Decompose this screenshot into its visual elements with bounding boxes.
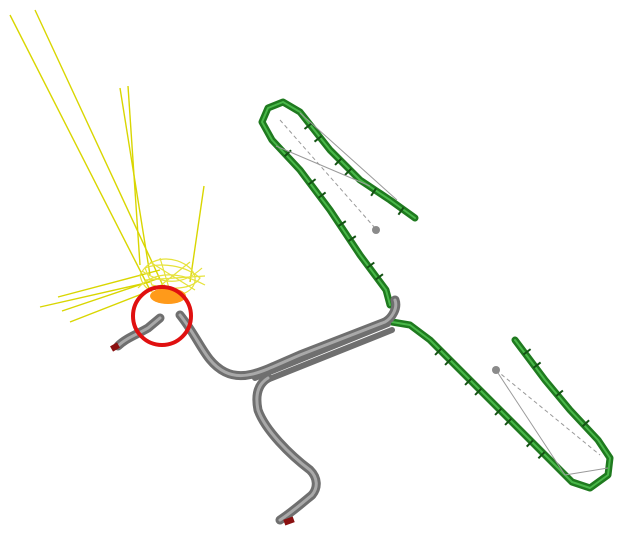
- loop-tooth: [313, 135, 323, 143]
- trunk-highlight: [255, 376, 318, 497]
- loop-tooth: [494, 407, 503, 416]
- trunk-segment[interactable]: [259, 327, 395, 385]
- loop-tooth: [337, 220, 347, 227]
- loop-tooth: [526, 439, 534, 448]
- loop-guide-line: [495, 369, 601, 456]
- guide-ray: [189, 185, 205, 283]
- loop-tooth: [397, 206, 405, 216]
- loop-tooth: [537, 451, 546, 459]
- loop-tooth: [370, 187, 377, 197]
- loop-tooth: [283, 149, 292, 158]
- loop-tooth: [555, 389, 564, 398]
- loop-tooth: [434, 347, 443, 356]
- loop-tooth: [317, 191, 327, 199]
- guide-ray: [9, 14, 151, 291]
- end-fitting: [110, 342, 120, 352]
- trunk-highlight: [278, 493, 314, 522]
- lower-green-loop[interactable]: [388, 318, 614, 492]
- loop-guide-line: [279, 119, 376, 229]
- loop-tooth: [344, 167, 353, 176]
- loop-tooth: [444, 357, 453, 366]
- loop-highlight: [391, 321, 611, 489]
- yellow-guide-lines: [9, 9, 205, 323]
- end-fitting: [283, 516, 295, 526]
- guide-ray: [57, 269, 161, 298]
- loop-tube[interactable]: [258, 98, 419, 309]
- loop-tooth: [504, 417, 513, 426]
- loop-tooth: [303, 122, 313, 130]
- trunk-highlight: [178, 298, 398, 378]
- loop-tooth: [307, 178, 317, 186]
- loop-guide-line: [495, 369, 566, 476]
- loop-tooth: [375, 273, 384, 281]
- loop-guide-line: [299, 112, 398, 201]
- main-trunk-pipe[interactable]: [113, 295, 401, 525]
- loop-node-point[interactable]: [492, 366, 500, 374]
- loop-highlight: [261, 101, 416, 306]
- loop-tooth: [522, 348, 532, 356]
- trunk-highlight: [116, 316, 162, 348]
- loop-guide-line: [275, 145, 371, 187]
- loop-guide-line: [564, 467, 609, 476]
- loop-tooth: [532, 361, 542, 369]
- guide-ray: [127, 85, 141, 266]
- loop-tooth: [581, 419, 590, 428]
- loop-tooth: [464, 377, 473, 386]
- cluster-scribble: [144, 257, 206, 299]
- loop-tooth: [334, 157, 343, 166]
- upper-green-loop[interactable]: [258, 98, 419, 309]
- loop-tooth: [474, 387, 483, 396]
- guide-ray: [39, 281, 151, 308]
- loop-node-point[interactable]: [372, 226, 380, 234]
- loop-tooth: [347, 235, 357, 242]
- trunk-segment[interactable]: [252, 321, 391, 381]
- guide-ray: [34, 9, 166, 291]
- trunk-branch[interactable]: [252, 373, 321, 500]
- selection-circle[interactable]: [131, 285, 193, 347]
- loop-tube[interactable]: [388, 318, 614, 492]
- loop-tooth: [366, 261, 375, 269]
- cluster-scribble: [137, 267, 206, 289]
